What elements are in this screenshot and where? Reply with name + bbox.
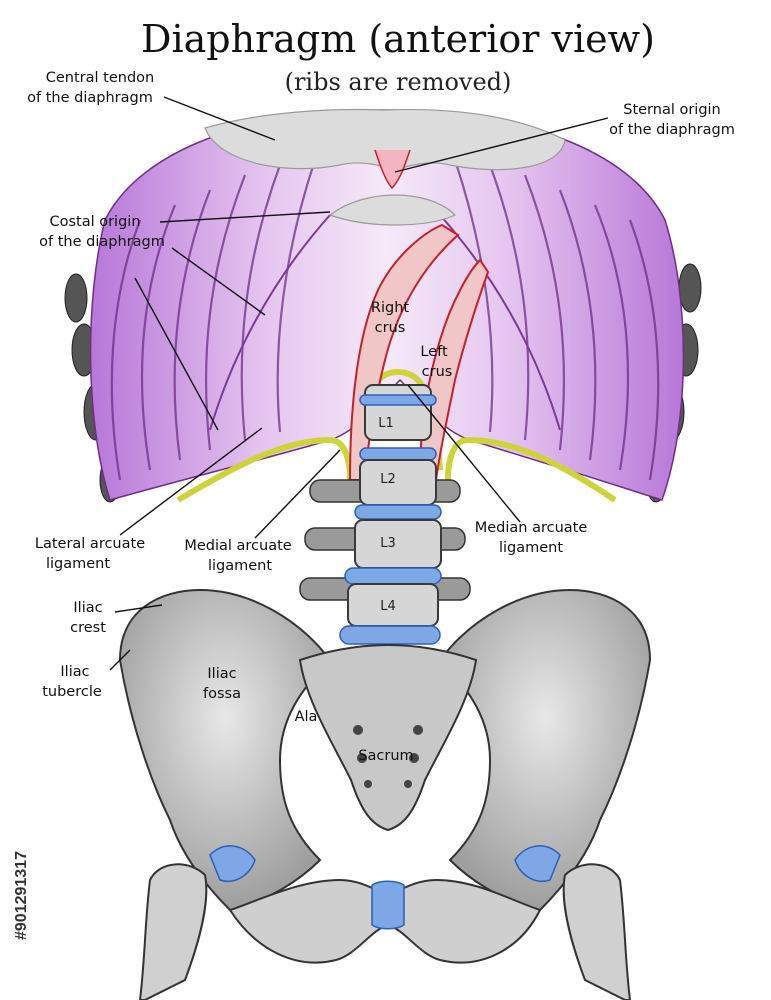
label-sternal-origin-2: of the diaphragm bbox=[609, 122, 735, 138]
sacrum bbox=[298, 643, 478, 832]
vertebra-l3 bbox=[354, 519, 442, 569]
label-right-crus-2: crus bbox=[375, 320, 406, 336]
sternal-origin bbox=[374, 149, 411, 190]
label-median-arcuate-2: ligament bbox=[499, 540, 563, 556]
label-ala: Ala bbox=[295, 709, 318, 725]
label-medial-arcuate-2: ligament bbox=[208, 558, 272, 574]
label-central-tendon-2: of the diaphragm bbox=[27, 90, 153, 106]
pelvis bbox=[118, 588, 652, 1000]
label-iliac-fossa-1: Iliac bbox=[207, 666, 236, 682]
central-tendon bbox=[204, 108, 566, 226]
label-iliac-tubercle-2: tubercle bbox=[42, 684, 102, 700]
label-iliac-crest-1: Iliac bbox=[73, 600, 102, 616]
label-sternal-origin-1: Sternal origin bbox=[623, 102, 721, 118]
page-title: Diaphragm (anterior view) bbox=[141, 17, 655, 61]
label-median-arcuate-1: Median arcuate bbox=[475, 520, 588, 536]
right-ilium bbox=[438, 588, 652, 912]
label-left-crus-1: Left bbox=[420, 344, 448, 360]
vertebra-l2 bbox=[359, 459, 437, 506]
label-iliac-fossa-2: fossa bbox=[203, 686, 241, 702]
vertebra-label-l3: L3 bbox=[380, 536, 396, 551]
label-central-tendon-1: Central tendon bbox=[46, 70, 154, 86]
label-costal-origin-2: of the diaphragm bbox=[39, 234, 165, 250]
label-sacrum: Sacrum bbox=[358, 748, 413, 764]
leader-lines bbox=[109, 96, 609, 671]
page-subtitle: (ribs are removed) bbox=[285, 68, 512, 96]
label-iliac-tubercle-1: Iliac bbox=[60, 664, 89, 680]
pubic-symphysis bbox=[371, 880, 405, 930]
label-lateral-arcuate-1: Lateral arcuate bbox=[35, 536, 145, 552]
label-left-crus-2: crus bbox=[422, 364, 453, 380]
vertebra-l1 bbox=[364, 384, 432, 441]
label-right-crus-1: Right bbox=[371, 300, 409, 316]
vertebra-label-l2: L2 bbox=[380, 472, 396, 487]
image-id-watermark: #901291317 bbox=[13, 851, 30, 940]
label-medial-arcuate-1: Medial arcuate bbox=[184, 538, 291, 554]
left-ilium bbox=[118, 588, 332, 912]
label-costal-origin-1: Costal origin bbox=[49, 214, 140, 230]
label-iliac-crest-2: crest bbox=[70, 620, 106, 636]
label-lateral-arcuate-2: ligament bbox=[46, 556, 110, 572]
labels: Central tendon of the diaphragm Sternal … bbox=[27, 70, 735, 764]
vertebra-label-l1: L1 bbox=[378, 416, 394, 431]
vertebra-label-l4: L4 bbox=[380, 599, 396, 614]
